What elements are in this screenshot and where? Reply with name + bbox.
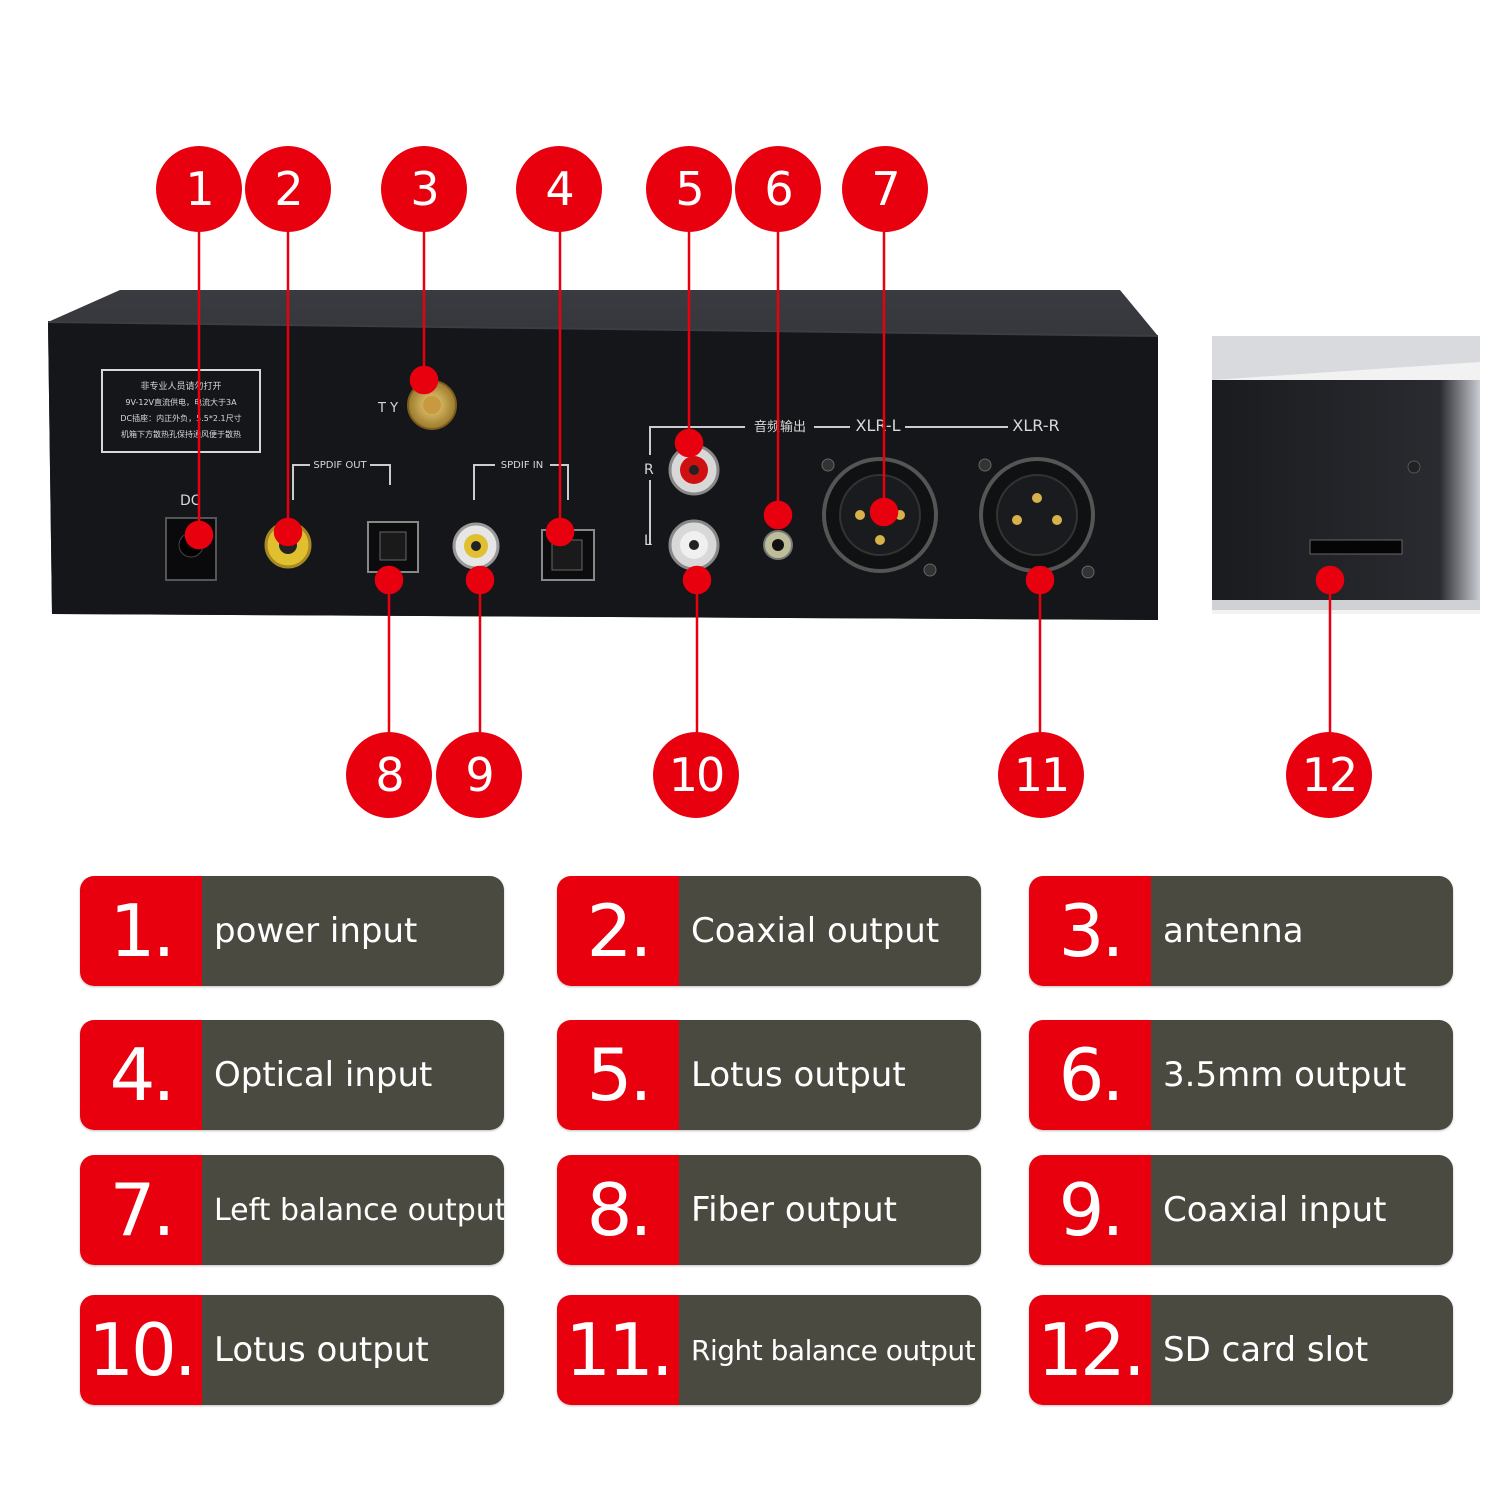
legend-item-10: 10. Lotus output — [80, 1295, 504, 1405]
callout-11: 11 — [998, 732, 1084, 818]
callout-3: 3 — [381, 146, 467, 232]
legend-item-4: 4. Optical input — [80, 1020, 504, 1130]
legend-number: 5. — [557, 1020, 679, 1130]
legend-label: Coaxial output — [679, 876, 981, 986]
sticker-line-3: DC插座：内正外负，5.5*2.1尺寸 — [120, 413, 241, 423]
legend-number: 10. — [80, 1295, 202, 1405]
xlr-r-label: XLR-R — [1012, 416, 1059, 435]
xlr-l-label: XLR-L — [855, 416, 900, 435]
rca-right-output — [668, 444, 720, 496]
legend-label: SD card slot — [1151, 1295, 1453, 1405]
leader-dot — [374, 565, 404, 595]
legend-label: antenna — [1151, 876, 1453, 986]
leader-dot — [545, 517, 575, 547]
l-label: L — [644, 533, 652, 549]
legend-item-9: 9. Coaxial input — [1029, 1155, 1453, 1265]
warning-sticker: 非专业人员请勿打开 9V-12V直流供电，电流大于3A DC插座：内正外负，5.… — [101, 369, 261, 453]
legend-label: Right balance output — [679, 1295, 981, 1405]
leader-dot — [682, 565, 712, 595]
legend-number: 2. — [557, 876, 679, 986]
callout-12: 12 — [1286, 732, 1372, 818]
legend-item-6: 6. 3.5mm output — [1029, 1020, 1453, 1130]
leader-dot — [184, 520, 214, 550]
callout-2: 2 — [245, 146, 331, 232]
leader-dot — [409, 365, 439, 395]
audio-output-bracket: 音频输出 XLR-L XLR-R R L — [644, 416, 1060, 549]
legend-number: 6. — [1029, 1020, 1151, 1130]
legend-number: 9. — [1029, 1155, 1151, 1265]
legend-label: Lotus output — [679, 1020, 981, 1130]
leader-dot — [1025, 565, 1055, 595]
leader-dot — [465, 565, 495, 595]
spdif-out-bracket: SPDIF OUT — [292, 460, 391, 500]
legend-number: 7. — [80, 1155, 202, 1265]
fiber-output-port — [367, 521, 419, 573]
legend-label: Fiber output — [679, 1155, 981, 1265]
legend-label: 3.5mm output — [1151, 1020, 1453, 1130]
sticker-line-2: 9V-12V直流供电，电流大于3A — [125, 397, 237, 407]
legend-number: 3. — [1029, 876, 1151, 986]
legend-item-8: 8. Fiber output — [557, 1155, 981, 1265]
legend-number: 4. — [80, 1020, 202, 1130]
legend-item-3: 3. antenna — [1029, 876, 1453, 986]
legend-label: Left balance output — [202, 1155, 504, 1265]
dc-label: DC — [180, 493, 201, 509]
sticker-line-4: 机箱下方散热孔保持通风便于散热 — [121, 429, 241, 439]
leader-dot — [763, 500, 793, 530]
callout-4: 4 — [516, 146, 602, 232]
legend-item-11: 11. Right balance output — [557, 1295, 981, 1405]
leader-dot — [674, 428, 704, 458]
callout-6: 6 — [735, 146, 821, 232]
legend-item-7: 7. Left balance output — [80, 1155, 504, 1265]
legend-item-2: 2. Coaxial output — [557, 876, 981, 986]
legend-item-5: 5. Lotus output — [557, 1020, 981, 1130]
sticker-line-1: 非专业人员请勿打开 — [140, 380, 221, 392]
spdif-in-label: SPDIF IN — [501, 460, 543, 471]
callout-5: 5 — [646, 146, 732, 232]
headphone-3-5mm-jack — [763, 530, 793, 560]
device-rear-panel-figure: 非专业人员请勿打开 9V-12V直流供电，电流大于3A DC插座：内正外负，5.… — [47, 230, 1480, 735]
legend-item-12: 12. SD card slot — [1029, 1295, 1453, 1405]
callout-10: 10 — [653, 732, 739, 818]
legend-number: 8. — [557, 1155, 679, 1265]
callout-7: 7 — [842, 146, 928, 232]
legend-label: Coaxial input — [1151, 1155, 1453, 1265]
callout-1: 1 — [156, 146, 242, 232]
legend-label: Lotus output — [202, 1295, 504, 1405]
legend-number: 12. — [1029, 1295, 1151, 1405]
leader-dot — [273, 517, 303, 547]
spdif-out-label: SPDIF OUT — [313, 460, 367, 471]
r-label: R — [644, 462, 654, 478]
coaxial-input-jack — [452, 522, 500, 570]
legend-label: power input — [202, 876, 504, 986]
audio-out-label: 音频输出 — [754, 419, 806, 435]
xlr-right-connector — [978, 457, 1095, 579]
legend-label: Optical input — [202, 1020, 504, 1130]
leader-dot — [1315, 565, 1345, 595]
legend-number: 1. — [80, 876, 202, 986]
side-view-inset — [1212, 336, 1480, 614]
leader-dot — [869, 497, 899, 527]
spdif-in-bracket: SPDIF IN — [473, 460, 569, 500]
ty-label: T Y — [377, 401, 398, 416]
legend-item-1: 1. power input — [80, 876, 504, 986]
callout-leaders — [184, 230, 1345, 735]
callout-8: 8 — [346, 732, 432, 818]
callout-9: 9 — [436, 732, 522, 818]
rca-left-output — [668, 519, 720, 571]
legend-number: 11. — [557, 1295, 679, 1405]
